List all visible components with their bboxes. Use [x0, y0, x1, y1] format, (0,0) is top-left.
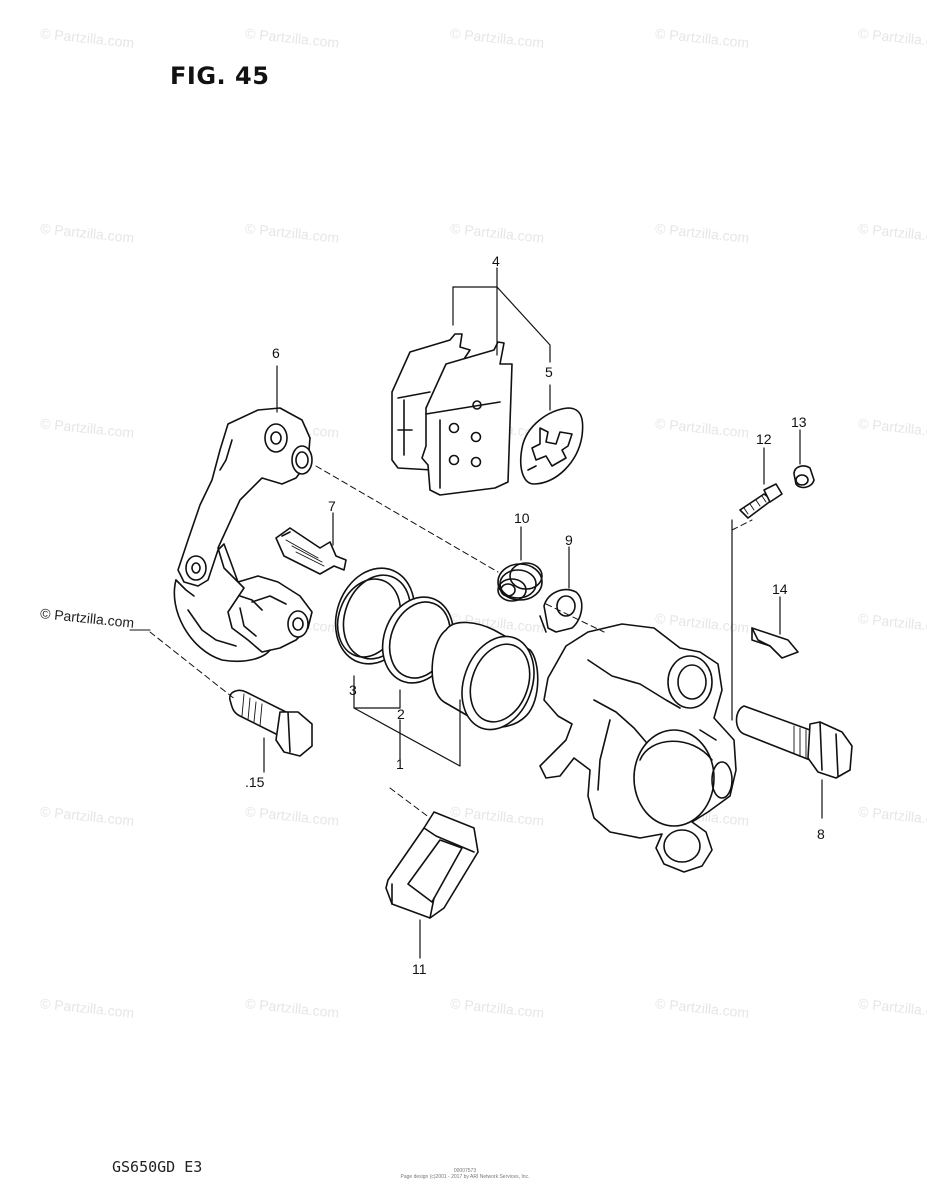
boot-drawing	[497, 562, 543, 602]
pad-shim-drawing	[519, 407, 584, 485]
bleeder-screw-drawing	[739, 483, 783, 519]
piston-drawing	[431, 621, 539, 731]
footer-line-1: 00007573	[453, 1168, 477, 1174]
figure-title: FIG. 45	[170, 62, 270, 90]
callout-6: 6	[272, 345, 280, 361]
callout-5: 5	[545, 364, 553, 380]
footer-line-2: Page design (c)2001 - 2017 by ARI Networ…	[400, 1174, 530, 1180]
cap-drawing	[539, 588, 583, 633]
bracket-bolt-drawing	[228, 689, 313, 757]
callout-8: 8	[817, 826, 825, 842]
assembly-lines	[149, 465, 753, 819]
callout-13: 13	[791, 414, 807, 430]
callout-9: 9	[565, 532, 573, 548]
pad-spring-drawing	[275, 527, 347, 575]
callout-1: 1	[396, 756, 404, 772]
callout-12: 12	[756, 431, 772, 447]
slide-pin-bolt-drawing	[735, 705, 853, 779]
callout-2: 2	[397, 706, 405, 722]
callout-10: 10	[514, 510, 530, 526]
callout-14: 14	[772, 581, 788, 597]
callout-4: 4	[492, 253, 500, 269]
caliper-bracket-drawing	[173, 407, 313, 663]
brake-pads-drawing	[391, 333, 513, 496]
retaining-clip-drawing	[751, 627, 799, 659]
pad-holder-drawing	[385, 811, 479, 919]
model-code: GS650GD E3	[112, 1158, 203, 1176]
callout-15: .15	[245, 774, 265, 790]
footer-copyright: 00007573 Page design (c)2001 - 2017 by A…	[380, 1168, 550, 1180]
caliper-body-drawing	[539, 623, 737, 873]
callout-11: 11	[412, 961, 427, 977]
bleeder-cap-drawing	[793, 465, 815, 489]
callout-7: 7	[328, 498, 336, 514]
callout-3: 3	[349, 682, 357, 698]
